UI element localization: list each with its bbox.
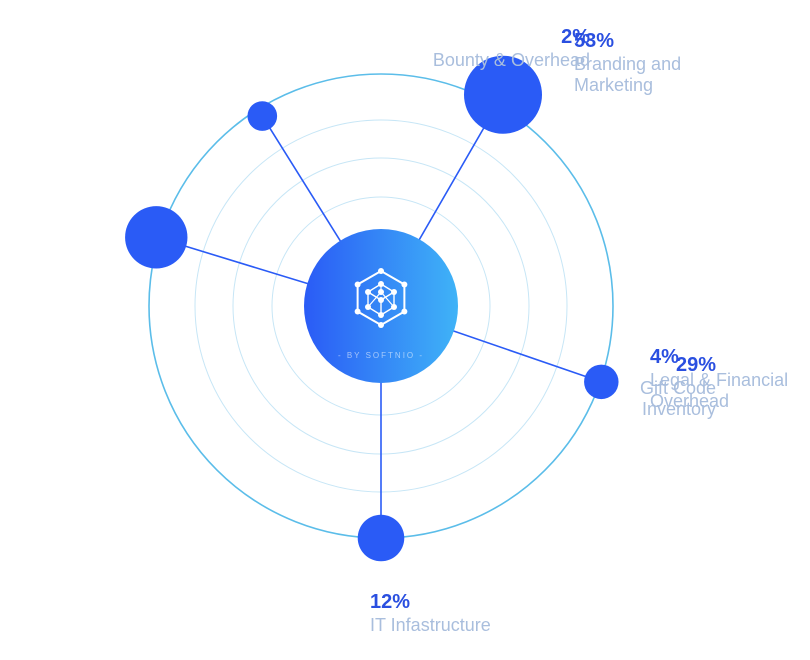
segment-name-line: Marketing xyxy=(574,74,654,95)
node-3 xyxy=(125,206,188,269)
segment-name-line: Overhead xyxy=(650,390,730,411)
segment-percent: 2% xyxy=(561,26,590,48)
node-4 xyxy=(247,101,278,131)
segment-percent: 29% xyxy=(675,354,716,376)
segment-label-4: 2%Bounty & Overhead xyxy=(433,26,590,71)
segment-name-line: Inventory xyxy=(641,398,716,419)
segment-name-line: Legal & Financial xyxy=(650,369,789,390)
hexagon-network-icon xyxy=(354,268,408,328)
segment-name-line: IT Infastructure xyxy=(370,614,491,635)
node-1 xyxy=(584,364,619,400)
node-2 xyxy=(357,514,405,562)
node-0 xyxy=(464,55,542,134)
segment-label-2: 12%IT Infastructure xyxy=(370,591,491,636)
segment-name-line: Bounty & Overhead xyxy=(432,49,590,70)
center-caption: - BY SOFTNIO - xyxy=(338,351,424,360)
segment-percent: 12% xyxy=(370,591,411,613)
segment-percent: 4% xyxy=(650,346,679,368)
segment-percent: 53% xyxy=(574,30,615,52)
segment-name-line: Branding and xyxy=(574,53,682,74)
data-nodes xyxy=(125,55,619,562)
segment-name-line: Gift Code xyxy=(639,377,716,398)
